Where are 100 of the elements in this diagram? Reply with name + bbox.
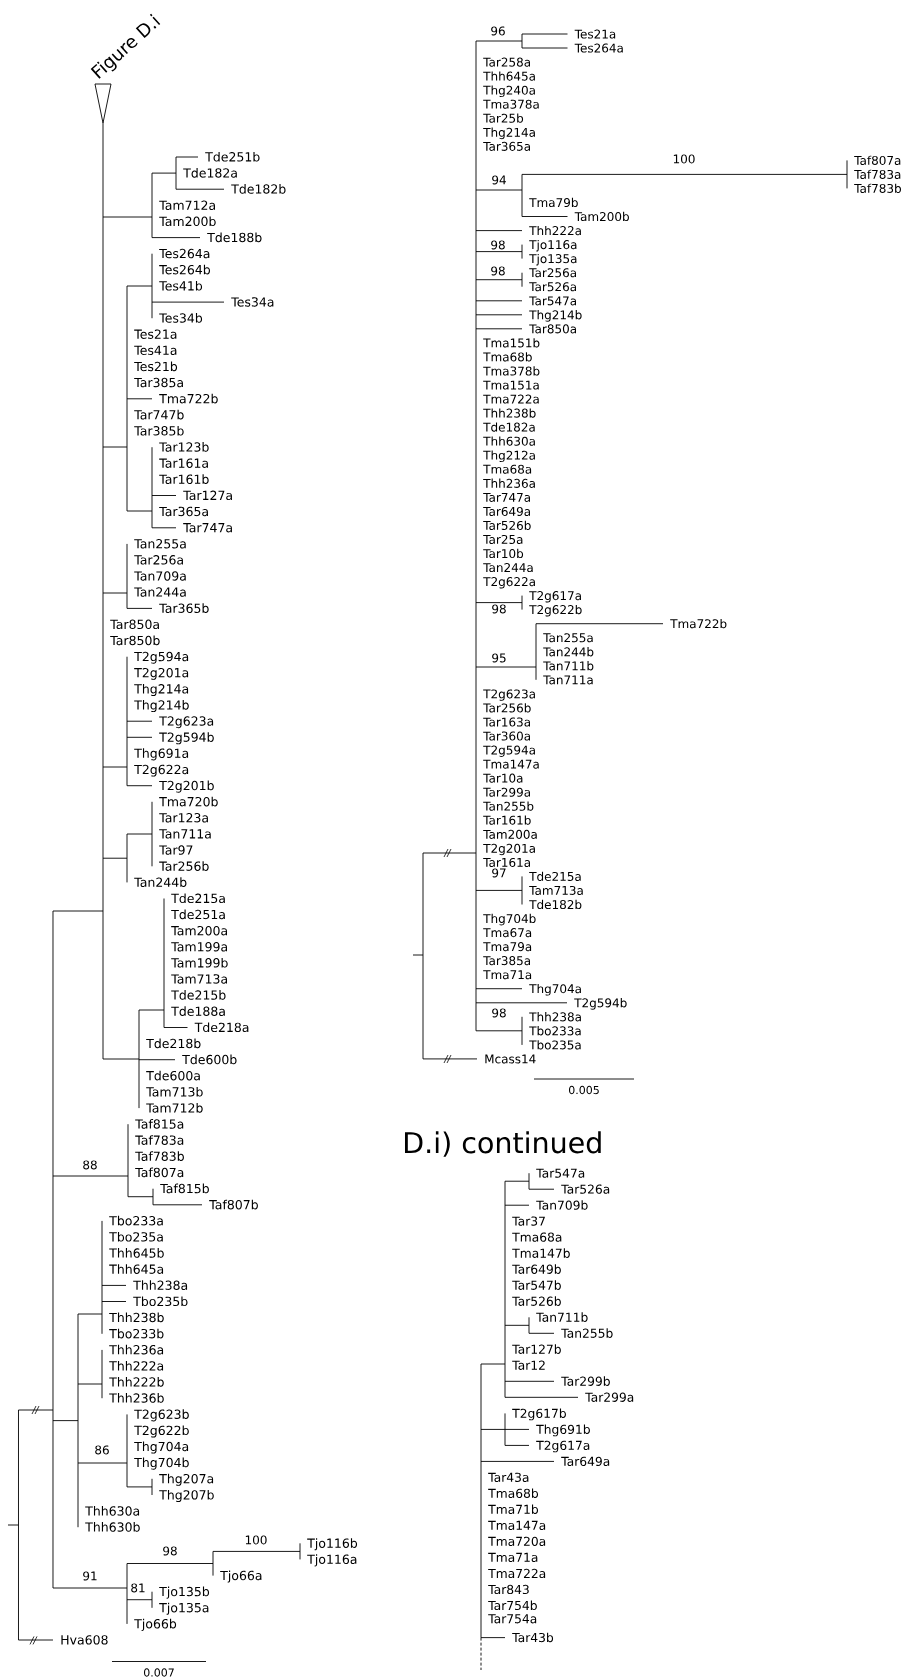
taxon-label: Tma67a: [483, 928, 532, 938]
taxon-label: Taf807b: [209, 1199, 258, 1210]
taxon-label: Tar161a: [159, 458, 208, 468]
taxon-label: Tar843: [488, 1584, 529, 1595]
taxon-label: T2g201a: [134, 667, 189, 680]
taxon-label: Tar127b: [512, 1344, 561, 1354]
taxon-label: Tar547b: [512, 1280, 561, 1290]
taxon-label: Tjo135a: [159, 1602, 209, 1615]
taxon-label: Tjo66b: [134, 1618, 177, 1631]
taxon-label: Tar10a: [483, 773, 523, 783]
taxon-label: Thg207a: [159, 1473, 214, 1486]
taxon-label: Thg240a: [483, 85, 535, 98]
taxon-label: Tam712a: [159, 200, 215, 210]
taxon-label: Tar161b: [483, 815, 531, 825]
taxon-label: Tar161b: [159, 474, 209, 484]
bootstrap-value: 98: [492, 1008, 506, 1018]
taxon-label: Tar123a: [159, 813, 208, 823]
taxon-label: Thg214a: [134, 683, 189, 696]
taxon-label: T2g623a: [483, 689, 535, 701]
taxon-label: Tar360a: [483, 731, 530, 741]
taxon-label: T2g201a: [483, 843, 535, 856]
taxon-label: Tde182b: [529, 899, 582, 910]
taxon-label: Tma68a: [483, 464, 532, 474]
taxon-label: Tde182b: [231, 184, 286, 194]
taxon-label: Tar10b: [483, 548, 524, 559]
taxon-label: Tma722a: [488, 1568, 546, 1579]
taxon-label: T2g622b: [529, 604, 582, 617]
taxon-label: Tma151a: [483, 380, 539, 390]
taxon-label: Tma722b: [670, 619, 727, 629]
taxon-label: Tma722a: [483, 394, 539, 404]
taxon-label: Tar747a: [183, 523, 232, 533]
bootstrap-value: 95: [492, 653, 506, 663]
bootstrap-value: 91: [83, 1571, 97, 1581]
taxon-label: Tar547a: [529, 296, 576, 306]
bootstrap-value: 88: [83, 1160, 97, 1170]
taxon-label: Tan709a: [134, 571, 186, 581]
taxon-label: Tma151b: [483, 338, 540, 348]
taxon-label: Tar12: [512, 1360, 545, 1370]
taxon-label: T2g622a: [483, 577, 535, 589]
taxon-label: Tma378a: [483, 99, 539, 109]
taxon-label: T2g623b: [134, 1409, 189, 1422]
scale-label: 0.005: [569, 1085, 599, 1095]
taxon-label: Tma68b: [483, 352, 532, 362]
taxon-label: Thg214a: [483, 127, 535, 140]
taxon-label: Thg691b: [536, 1424, 590, 1437]
taxon-label: T2g594b: [574, 998, 627, 1010]
taxon-label: Thg212a: [483, 450, 535, 463]
taxon-label: Tar256b: [159, 861, 209, 871]
taxon-label: Tar649b: [512, 1264, 561, 1274]
taxon-label: Tde182a: [483, 422, 535, 432]
taxon-label: Tjo116a: [307, 1554, 357, 1567]
taxon-label: Tma720a: [488, 1536, 546, 1546]
taxon-label: Tar754b: [488, 1600, 537, 1611]
taxon-label: T2g594b: [159, 732, 214, 745]
taxon-label: Tar747a: [483, 492, 530, 502]
taxon-label: Tar43b: [512, 1632, 554, 1643]
bootstrap-value: 86: [95, 1445, 109, 1455]
taxon-label: Tma79a: [483, 942, 532, 952]
taxon-label: Tar365a: [483, 141, 530, 151]
taxon-label: Tar37: [512, 1216, 545, 1226]
taxon-label: Tan244a: [483, 563, 533, 573]
taxon-label: Tam200b: [574, 211, 629, 222]
taxon-label: Tma147a: [488, 1520, 546, 1530]
taxon-label: Thh645a: [109, 1264, 164, 1274]
taxon-label: Tam712b: [146, 1103, 203, 1113]
taxon-label: Thg214b: [529, 310, 582, 322]
taxon-label: Tam199b: [171, 957, 228, 968]
taxon-label: Taf783a: [135, 1135, 184, 1145]
taxon-label: Tbo235a: [529, 1040, 581, 1050]
taxon-label: Tar256b: [483, 703, 531, 713]
taxon-label: Tam200a: [483, 829, 537, 839]
taxon-label: Thh645b: [109, 1248, 164, 1258]
taxon-label: Taf783b: [135, 1151, 184, 1161]
taxon-label: Tan244b: [543, 647, 594, 657]
taxon-label: Thg704b: [134, 1457, 189, 1470]
taxon-label: Thg691a: [134, 748, 189, 761]
taxon-label: Tbo233a: [109, 1215, 163, 1226]
taxon-label: Tjo135b: [159, 1586, 210, 1599]
taxon-label: T2g622b: [134, 1425, 189, 1438]
taxon-label: Tes34a: [231, 297, 274, 307]
taxon-label: Tes21b: [134, 361, 178, 372]
taxon-label: Thg207b: [159, 1489, 214, 1502]
taxon-label: Taf783b: [854, 183, 901, 193]
taxon-label: Tde600b: [182, 1054, 237, 1065]
taxon-label: Tma378b: [483, 366, 540, 376]
taxon-label: Thh236a: [483, 478, 535, 488]
taxon-label: Tes34b: [159, 313, 203, 323]
taxon-label: Taf807a: [854, 155, 901, 165]
taxon-label: Taf815b: [160, 1183, 209, 1194]
taxon-label: Tde188a: [171, 1006, 225, 1016]
taxon-label: Tam713b: [146, 1086, 203, 1097]
taxon-label: Tma722b: [159, 393, 218, 404]
taxon-label: Tar526a: [561, 1184, 610, 1194]
taxon-label: Tan711b: [543, 661, 594, 671]
bootstrap-value: 98: [491, 266, 505, 276]
taxon-label: T2g617a: [536, 1440, 590, 1453]
taxon-label: Tar97: [159, 845, 193, 855]
taxon-label: Thh630a: [483, 436, 535, 446]
bootstrap-value: 96: [491, 26, 505, 36]
taxon-label: Tbo233b: [109, 1328, 164, 1339]
